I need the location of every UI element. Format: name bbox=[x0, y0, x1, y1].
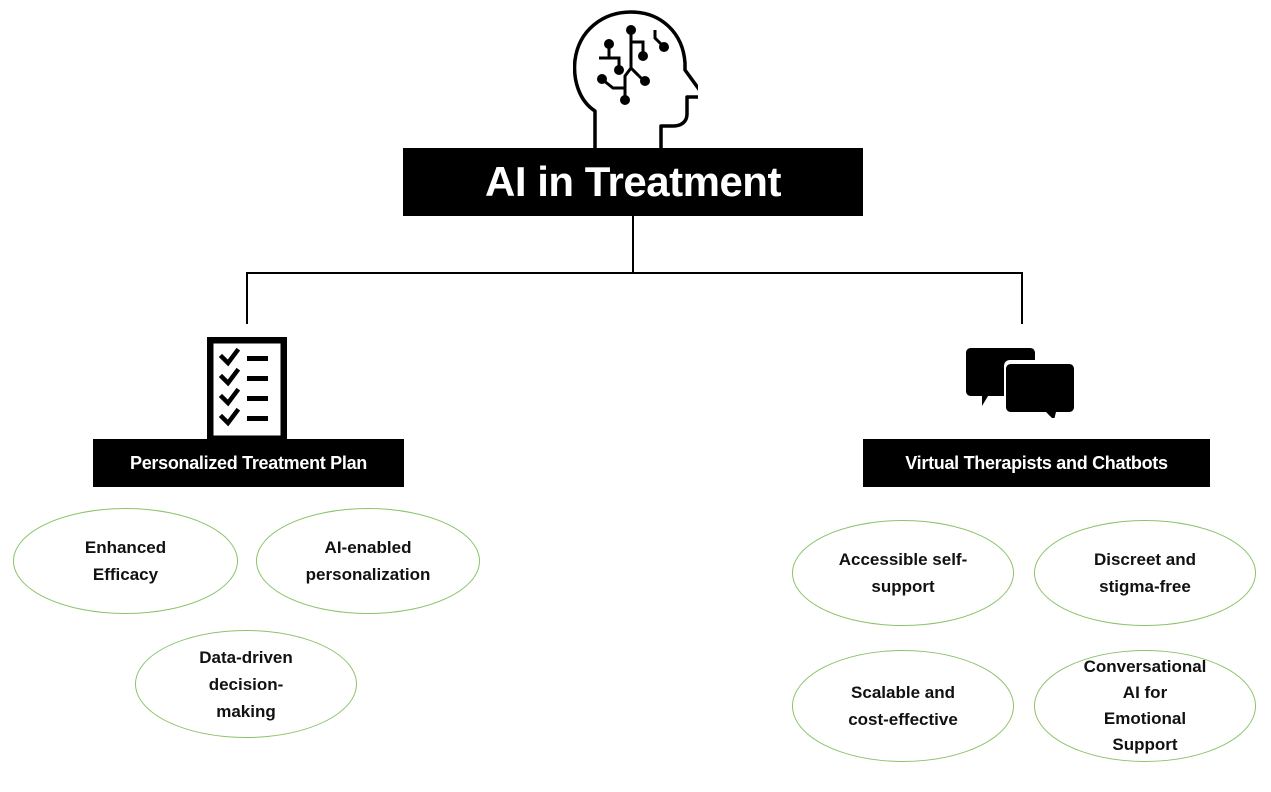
item-discreet-stigma-free: Discreet and stigma-free bbox=[1034, 520, 1256, 626]
item-text: Accessible self-support bbox=[838, 550, 968, 596]
connector-right bbox=[1021, 272, 1023, 324]
item-text: Scalable and cost-effective bbox=[848, 683, 958, 729]
item-scalable-cost-effective: Scalable and cost-effective bbox=[792, 650, 1014, 762]
branch-personalized-treatment-plan: Personalized Treatment Plan bbox=[93, 439, 404, 487]
item-ai-enabled-personalization: AI-enabled personalization bbox=[256, 508, 480, 614]
item-text: AI-enabled personalization bbox=[305, 538, 431, 584]
branch-label: Personalized Treatment Plan bbox=[130, 452, 367, 473]
branch-virtual-therapists: Virtual Therapists and Chatbots bbox=[863, 439, 1210, 487]
connector-horizontal bbox=[246, 272, 1022, 274]
diagram-title: AI in Treatment bbox=[403, 148, 863, 216]
checklist-icon bbox=[207, 337, 287, 439]
item-conversational-ai: Conversational AI for Emotional Support bbox=[1034, 650, 1256, 762]
item-data-driven-decision-making: Data-driven decision-making bbox=[135, 630, 357, 738]
ai-brain-head-icon bbox=[573, 8, 698, 150]
diagram-title-text: AI in Treatment bbox=[485, 158, 781, 205]
connector-trunk bbox=[632, 216, 634, 273]
item-text: Discreet and stigma-free bbox=[1093, 550, 1197, 596]
branch-label: Virtual Therapists and Chatbots bbox=[905, 452, 1168, 473]
item-text: Conversational AI for Emotional Support bbox=[1083, 657, 1207, 754]
chat-bubbles-icon bbox=[966, 346, 1076, 418]
item-text: Enhanced Efficacy bbox=[84, 538, 167, 584]
connector-left bbox=[246, 272, 248, 324]
item-enhanced-efficacy: Enhanced Efficacy bbox=[13, 508, 238, 614]
item-text: Data-driven decision-making bbox=[199, 647, 293, 721]
item-accessible-self-support: Accessible self-support bbox=[792, 520, 1014, 626]
